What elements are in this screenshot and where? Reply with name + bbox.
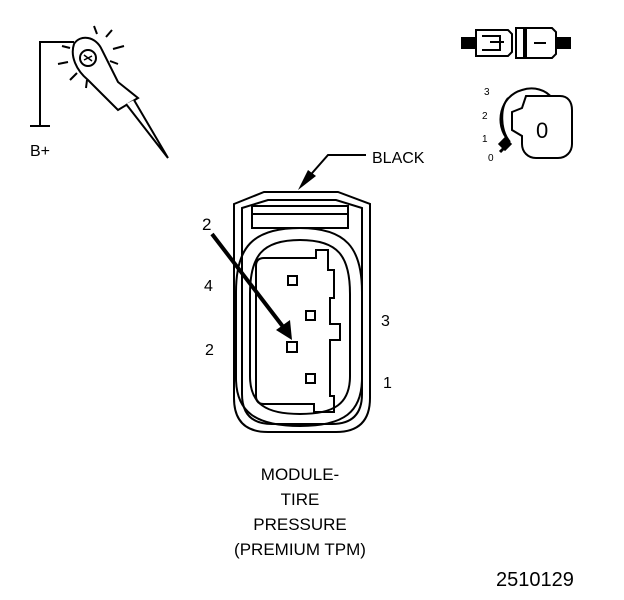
connector-color-label: BLACK [372, 150, 425, 167]
ignition-key-icon [497, 87, 573, 159]
connector-caption: MODULE- TIRE PRESSURE (PREMIUM TPM) [200, 462, 400, 562]
pin-number-3: 3 [381, 313, 390, 330]
pin-number-2: 2 [205, 342, 214, 359]
pin-number-1: 1 [383, 375, 392, 392]
key-off-label: 0 [536, 118, 548, 143]
connector-face [233, 191, 371, 433]
battery-positive-label: B+ [30, 143, 50, 160]
test-light-probe-icon [30, 25, 169, 159]
caption-line-4: (PREMIUM TPM) [234, 540, 366, 559]
caption-line-3: PRESSURE [253, 515, 347, 534]
caption-line-1: MODULE- [260, 465, 340, 484]
probe-pin-arrow [210, 232, 292, 340]
caption-line-2: TIRE [280, 490, 320, 509]
key-position-3: 3 [484, 87, 490, 98]
key-position-1: 1 [482, 134, 488, 145]
probe-pin-number: 2 [202, 215, 211, 234]
key-position-2: 2 [482, 111, 488, 122]
pin-number-4: 4 [204, 278, 213, 295]
key-position-0: 0 [488, 153, 494, 164]
disconnected-connector-icon [461, 27, 571, 59]
color-callout-arrow [298, 154, 366, 190]
figure-number: 2510129 [496, 569, 574, 591]
